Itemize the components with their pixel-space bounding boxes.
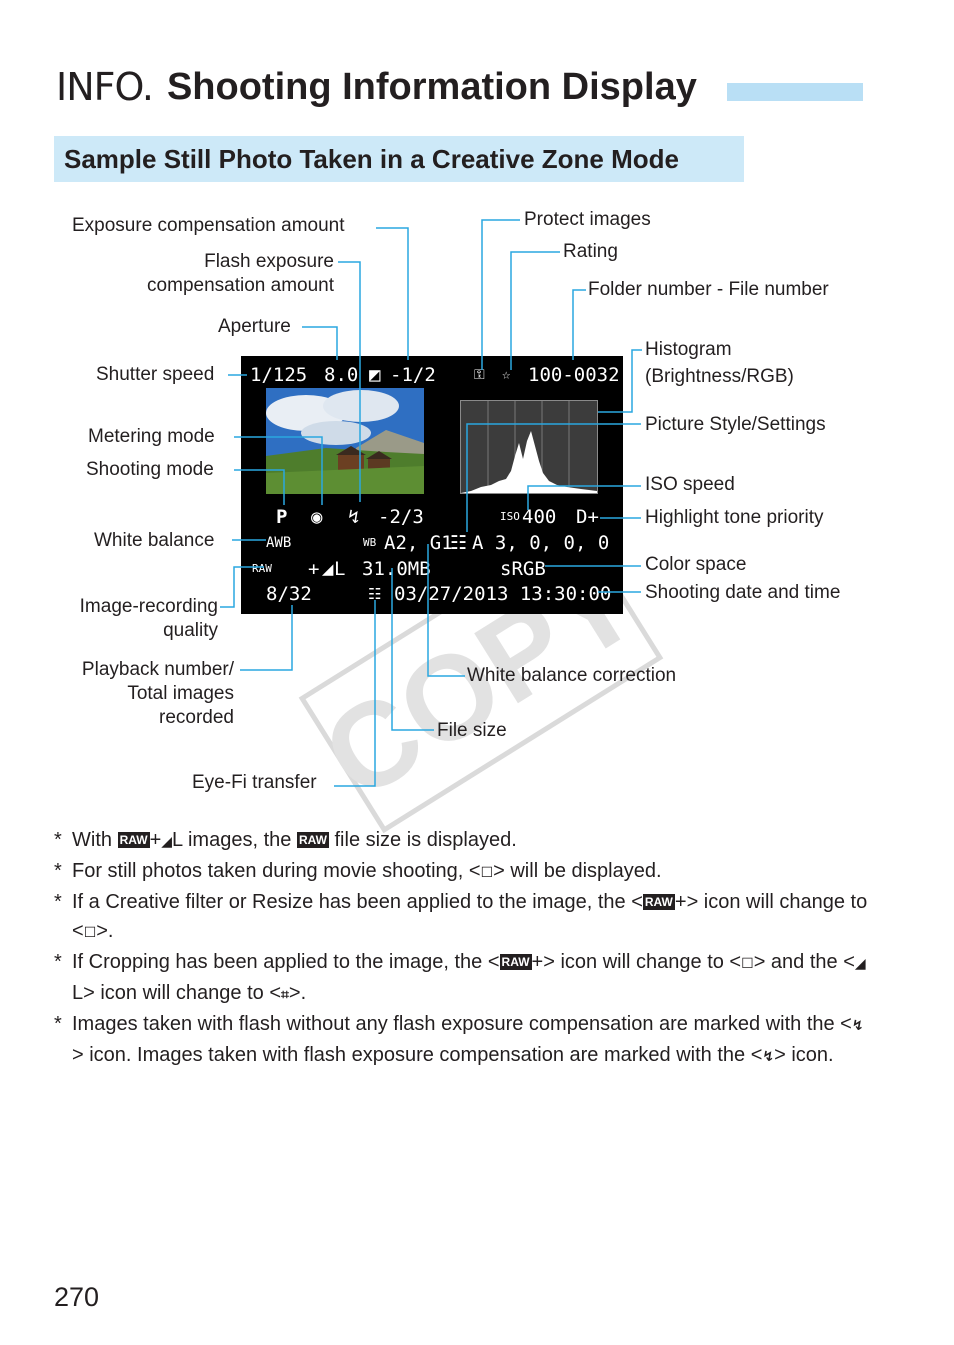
label-file-size: File size (437, 719, 507, 743)
jpeg-quality-icon: ◢ (855, 950, 866, 979)
label-flash-comp-line2: compensation amount (110, 274, 334, 298)
label-white-balance: White balance (94, 529, 214, 553)
label-picture-style: Picture Style/Settings (645, 413, 826, 437)
label-histogram-line2: (Brightness/RGB) (645, 365, 794, 389)
label-quality-line2: quality (40, 619, 218, 643)
page-number: 270 (54, 1282, 99, 1313)
jpeg-quality-icon: ◢ (161, 828, 172, 857)
filter-icon: ☐ (741, 950, 754, 979)
label-rating: Rating (563, 240, 618, 264)
footnote: * For still photos taken during movie sh… (54, 857, 874, 888)
footnote: * If Cropping has been applied to the im… (54, 948, 874, 1010)
footnote: * With RAW+◢L images, the RAW file size … (54, 826, 874, 857)
label-quality-line1: Image-recording (40, 595, 218, 619)
filter-icon: ☐ (84, 919, 97, 948)
footnote: * Images taken with flash without any fl… (54, 1010, 874, 1072)
raw-icon: RAW (297, 832, 329, 848)
label-iso: ISO speed (645, 473, 735, 497)
label-flash-comp-line1: Flash exposure (120, 250, 334, 274)
label-folder-file: Folder number - File number (588, 278, 829, 302)
label-color-space: Color space (645, 553, 746, 577)
label-playback-line3: recorded (40, 706, 234, 730)
label-protect: Protect images (524, 208, 651, 232)
footnotes: * With RAW+◢L images, the RAW file size … (54, 826, 874, 1072)
label-wb-correction: White balance correction (467, 664, 676, 688)
flash-icon: ↯ (852, 1012, 864, 1041)
label-aperture: Aperture (218, 315, 291, 339)
footnote: * If a Creative filter or Resize has bee… (54, 888, 874, 948)
label-highlight-tone: Highlight tone priority (645, 506, 823, 530)
label-date-time: Shooting date and time (645, 581, 840, 605)
label-playback-line1: Playback number/ (40, 658, 234, 682)
label-exposure-comp: Exposure compensation amount (72, 214, 345, 238)
flash-comp-icon: ↯ (762, 1043, 774, 1072)
label-eyefi: Eye-Fi transfer (192, 771, 317, 795)
raw-icon: RAW (500, 954, 532, 970)
label-playback-line2: Total images (40, 682, 234, 706)
raw-icon: RAW (643, 894, 675, 910)
label-shooting-mode: Shooting mode (86, 458, 214, 482)
label-shutter-speed: Shutter speed (96, 363, 214, 387)
movie-still-icon: ☐ (481, 859, 494, 888)
label-histogram-line1: Histogram (645, 338, 732, 362)
crop-icon: ⌗ (281, 981, 289, 1010)
raw-icon: RAW (118, 832, 150, 848)
label-metering-mode: Metering mode (88, 425, 215, 449)
